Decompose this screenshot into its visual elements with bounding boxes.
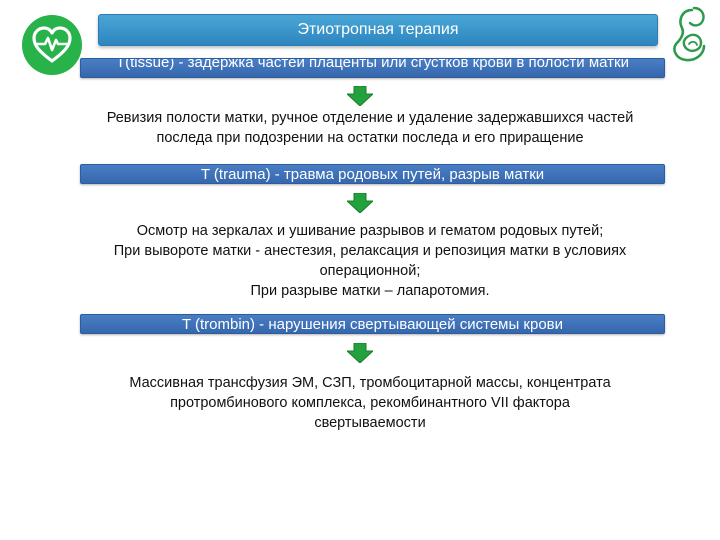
step-header-trauma: T (trauma) - травма родовых путей, разры…: [80, 164, 665, 184]
heart-pulse-logo: [22, 15, 82, 75]
arrow-down-icon: [347, 343, 373, 363]
action-line: последа при подозрении на остатки послед…: [156, 130, 584, 146]
action-line: протромбинового комплекса, рекомбинантно…: [170, 395, 570, 411]
step-action-trauma: Осмотр на зеркалах и ушивание разрывов и…: [70, 221, 670, 301]
page-title: Этиотропная терапия: [98, 14, 658, 46]
action-line: Ревизия полости матки, ручное отделение …: [106, 110, 634, 126]
action-line: При вывороте матки - анестезия, релаксац…: [113, 243, 627, 259]
action-line: При разрыве матки – лапаротомия.: [250, 283, 490, 299]
step-header-tissue: T(tissue) - задержка частей плаценты или…: [80, 58, 665, 78]
mother-child-icon: [673, 6, 706, 62]
step-header-trombin: T (trombin) - нарушения свертывающей сис…: [80, 314, 665, 334]
action-line: операционной;: [319, 263, 421, 279]
step-header-tissue-label: T(tissue) - задержка частей плаценты или…: [115, 58, 629, 71]
step-action-tissue: Ревизия полости матки, ручное отделение …: [70, 108, 670, 148]
action-line: Осмотр на зеркалах и ушивание разрывов и…: [136, 223, 604, 239]
action-line: свертываемости: [314, 415, 426, 431]
action-line: Массивная трансфузия ЭМ, СЗП, тромбоцита…: [129, 375, 611, 391]
arrow-down-icon: [347, 86, 373, 106]
arrow-down-icon: [347, 193, 373, 213]
heart-pulse-icon: [32, 26, 72, 63]
step-action-trombin: Массивная трансфузия ЭМ, СЗП, тромбоцита…: [100, 373, 640, 433]
